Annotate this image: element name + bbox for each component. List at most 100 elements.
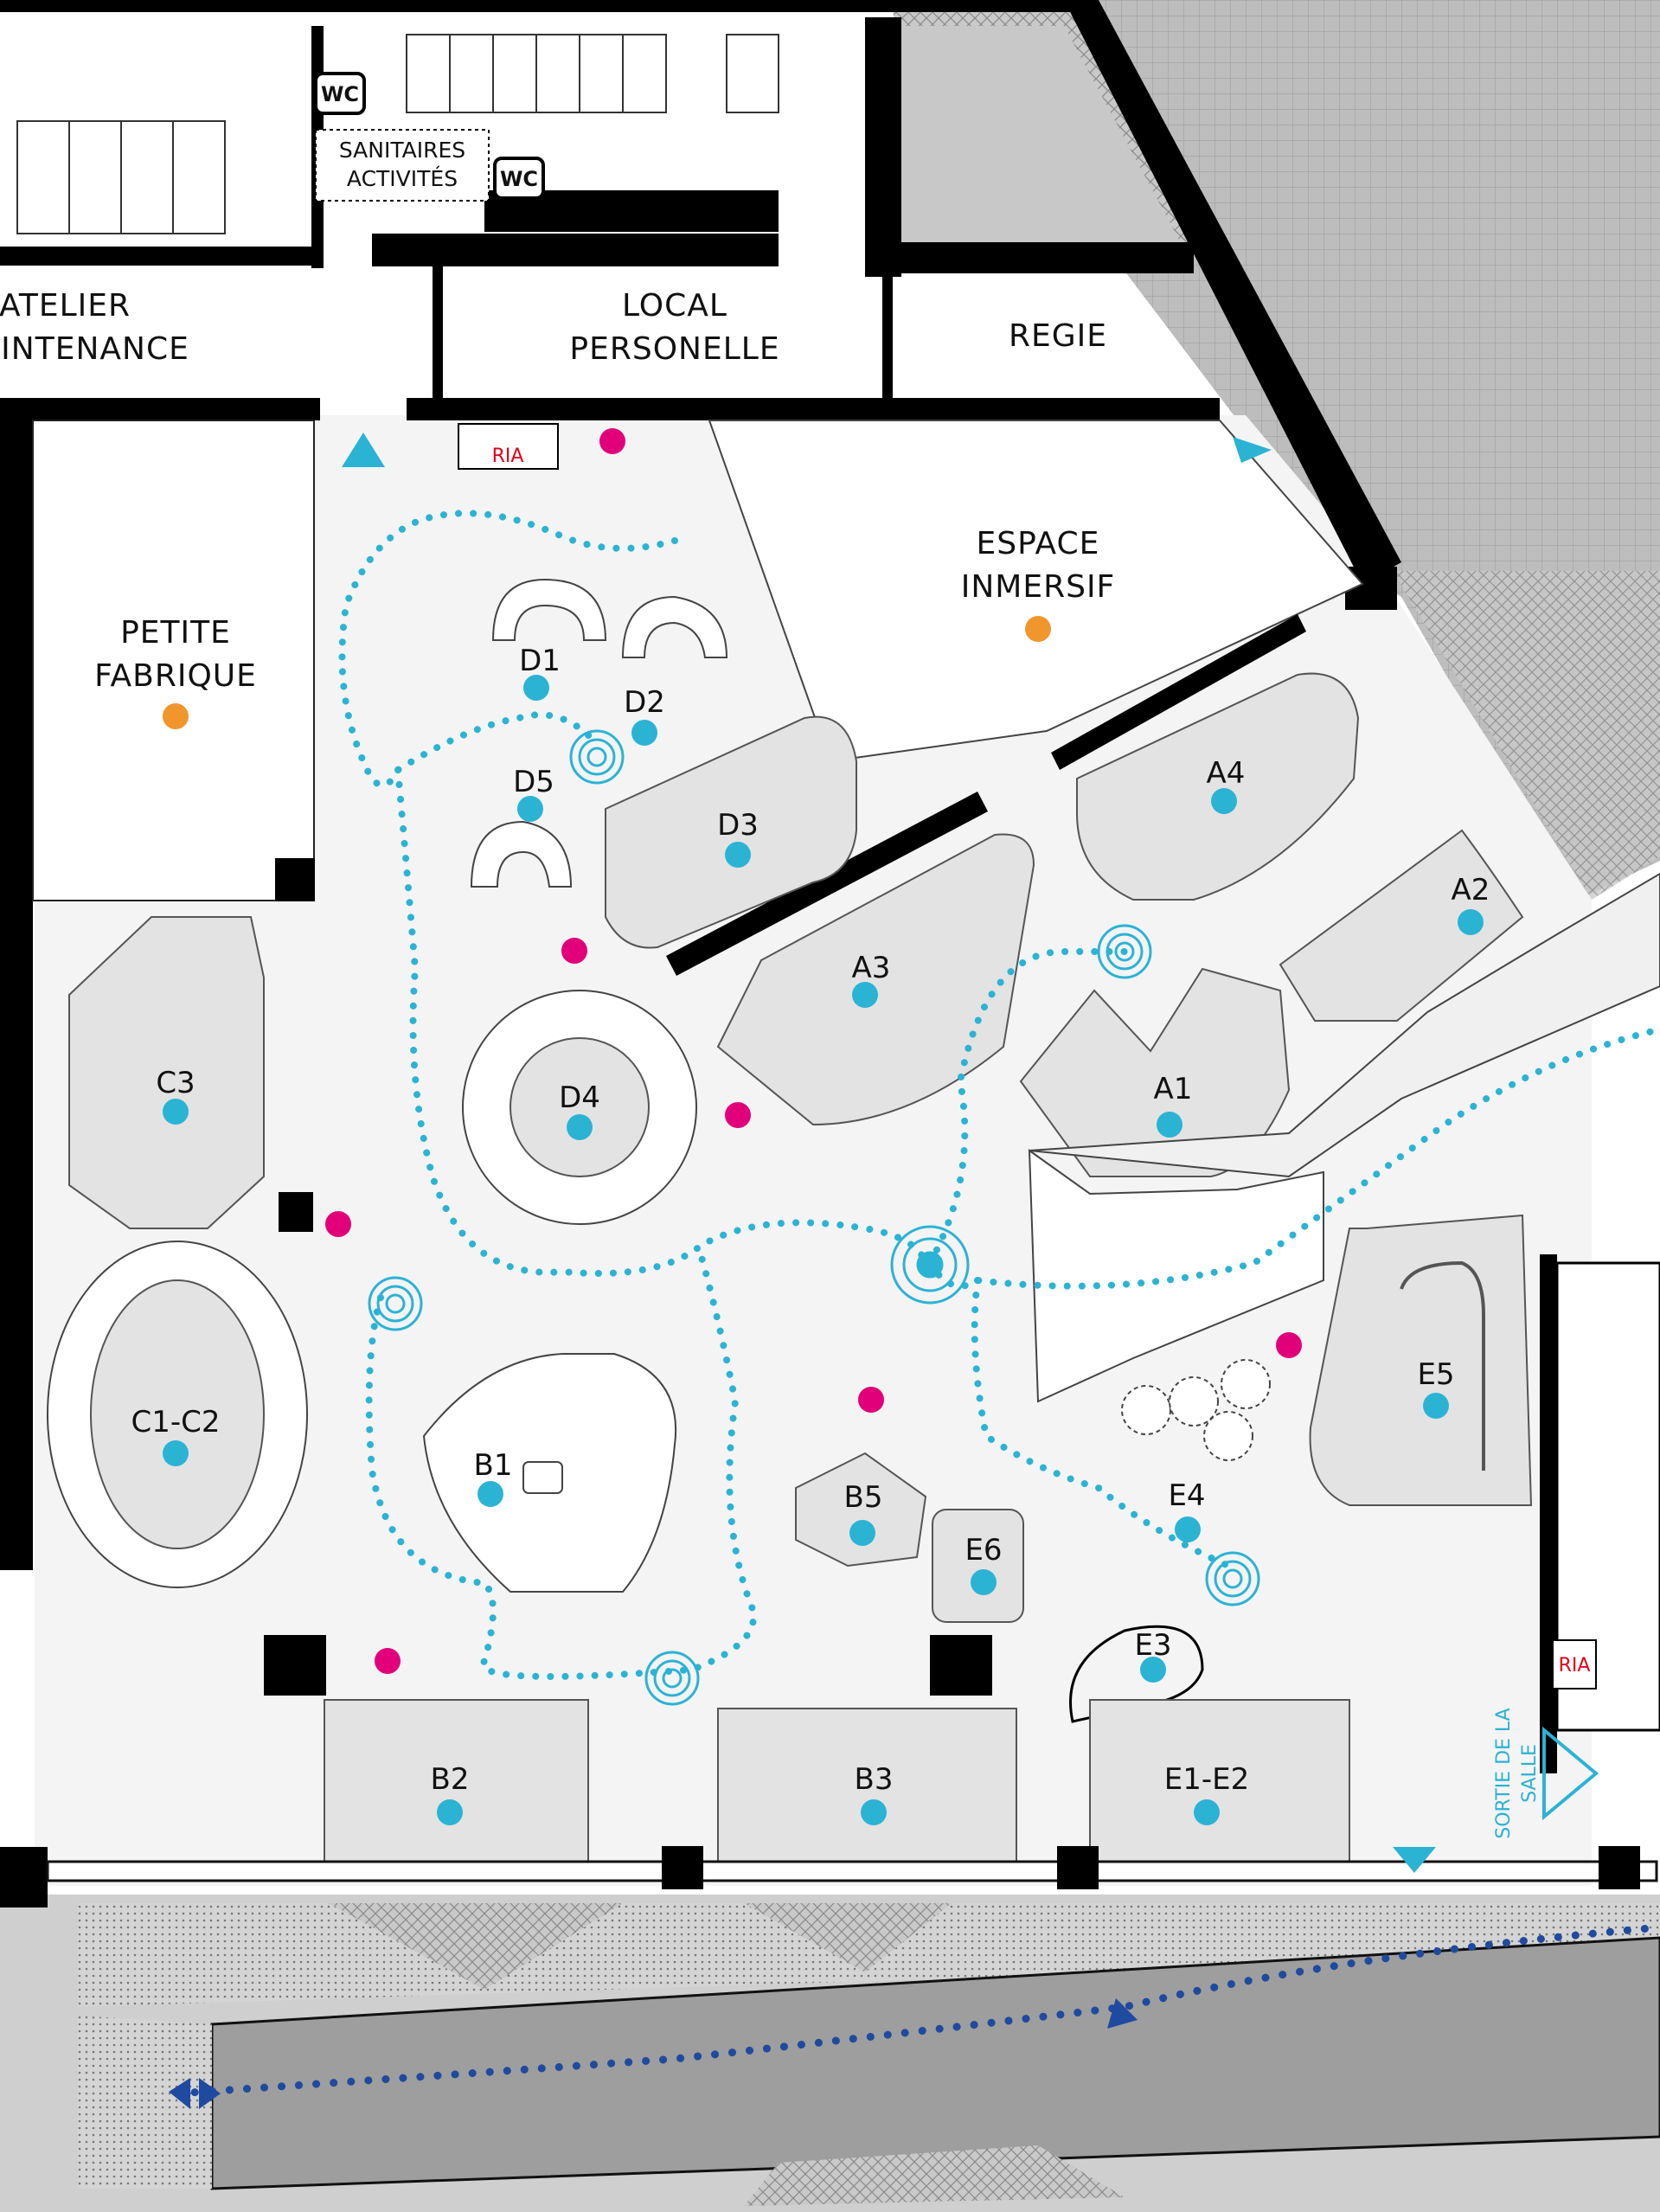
entry-triangle-icon [342,433,385,467]
zone-c1c2-area [90,1279,265,1549]
bench-d1 [491,578,607,641]
ria-icon: RIA [1552,1639,1597,1689]
ria-top-label: RIA [492,446,524,467]
sound-point-icon [644,1651,700,1706]
wall-h4 [0,398,320,420]
zone-B3: B3 [855,1762,893,1825]
zone-b5-label: B5 [844,1480,883,1515]
street-hatch-2 [329,1903,623,1990]
pink-dots [325,428,1302,1674]
bench-d5 [470,820,573,888]
zone-e3-outline [1069,1625,1204,1723]
wall-bottom-left [0,1847,48,1907]
zone-E3: E3 [1134,1628,1172,1683]
wall-diag-1 [666,792,988,976]
exterior-arrow-icon [169,2078,190,2109]
wall-h3 [874,242,1194,273]
top-left-toilets [0,0,320,260]
zone-c3-label: C3 [156,1066,195,1100]
sound-point-icon [890,1225,970,1305]
zone-B5: B5 [844,1480,883,1546]
wc-label-1: WC [321,82,359,106]
e4-tables [1121,1359,1271,1461]
wc-icon: WC [314,72,366,115]
sanitaires-label-1: SANITAIRES [339,138,465,163]
sound-point-icon [1097,924,1152,979]
local-personelle-label-2: PERSONELLE [569,331,779,367]
pillar-facade-3 [1599,1846,1640,1889]
zone-a3-label: A3 [852,951,891,985]
orange-dot-espace [1025,616,1051,642]
zone-E4: E4 [1168,1478,1206,1542]
ria-icon: RIA [458,423,559,470]
zone-B1: B1 [474,1448,513,1507]
zone-E5: E5 [1417,1357,1455,1419]
zone-b2-label: B2 [431,1762,470,1797]
sound-point-icon [1205,1551,1260,1606]
zone-d2-label: D2 [624,685,665,720]
zone-D5: D5 [513,765,554,822]
pillar-pf [275,858,315,901]
regie-label: REGIE [1009,318,1107,354]
pillar-c3 [279,1192,313,1232]
ria-right-label: RIA [1559,1655,1591,1677]
petite-fabrique-label-1: PETITE [120,615,231,651]
zone-d4-area [510,1037,650,1177]
zone-d5-label: D5 [513,765,554,799]
wc-icon: WC [493,157,545,200]
visitor-path-2 [394,766,929,1277]
sanitaires-box [315,129,490,202]
zone-a4-label: A4 [1207,756,1246,791]
wall-diag-2 [1051,614,1306,770]
zone-a3-area [716,833,1035,1126]
bench-d2 [621,595,728,658]
zone-b1-label: B1 [474,1448,513,1483]
sound-point-icon [569,729,625,785]
b1-plinth [522,1461,563,1494]
zone-B2: B2 [431,1762,470,1825]
zone-c1c2-label: C1-C2 [131,1405,220,1439]
e5-bench [1400,1260,1485,1471]
wall-diagonal [1064,0,1401,584]
exit-label-1: SORTIE DE LA [1493,1708,1515,1838]
zone-A1: A1 [1154,1072,1193,1138]
wall-v4 [882,268,893,407]
espace-inmersif-label-2: INMERSIF [961,569,1116,605]
zone-D2: D2 [624,685,665,746]
wall-h1 [0,247,320,266]
wall-right [1540,1254,1557,1773]
zone-e6-area [932,1509,1024,1623]
zone-e5-label: E5 [1417,1357,1454,1392]
zone-e1e2-area [1089,1699,1350,1869]
zone-E1E2: E1-E2 [1164,1762,1249,1825]
street-hatch-3 [744,2145,1125,2206]
wall-top [0,0,1081,12]
pillar-facade-1 [662,1846,703,1889]
street-hatch-1 [744,1903,952,1972]
exterior-hatch-right [1393,571,1660,900]
zone-D3: D3 [717,808,759,868]
sanitaires-label-2: ACTIVITÉS [347,166,458,191]
zone-D1: D1 [519,644,561,701]
zone-C3: C3 [156,1066,195,1125]
exterior-arrow-icon [1107,1998,1138,2029]
wall-h5 [407,398,1220,420]
visitor-path-1 [338,510,678,789]
zone-a1-label: A1 [1154,1072,1193,1106]
local-personelle-label-1: LOCAL [622,288,727,324]
zone-d4-label: D4 [559,1080,600,1115]
zone-c3-area [68,916,265,1229]
petite-fabrique-label-2: FABRIQUE [94,658,257,694]
exit-triangle-icon [1542,1726,1599,1821]
zone-b3-area [717,1708,1017,1869]
zone-A3: A3 [852,951,891,1008]
petite-fabrique-room [32,420,315,901]
visitor-path-6 [365,1251,758,1680]
exit-label-2: SALLE [1519,1744,1541,1803]
zone-D4: D4 [559,1080,600,1140]
orange-dot-petite-fabrique [163,703,189,729]
visitor-path-5 [971,1277,1232,1569]
wall-v3 [433,260,443,398]
wc-label-2: WC [500,167,538,191]
